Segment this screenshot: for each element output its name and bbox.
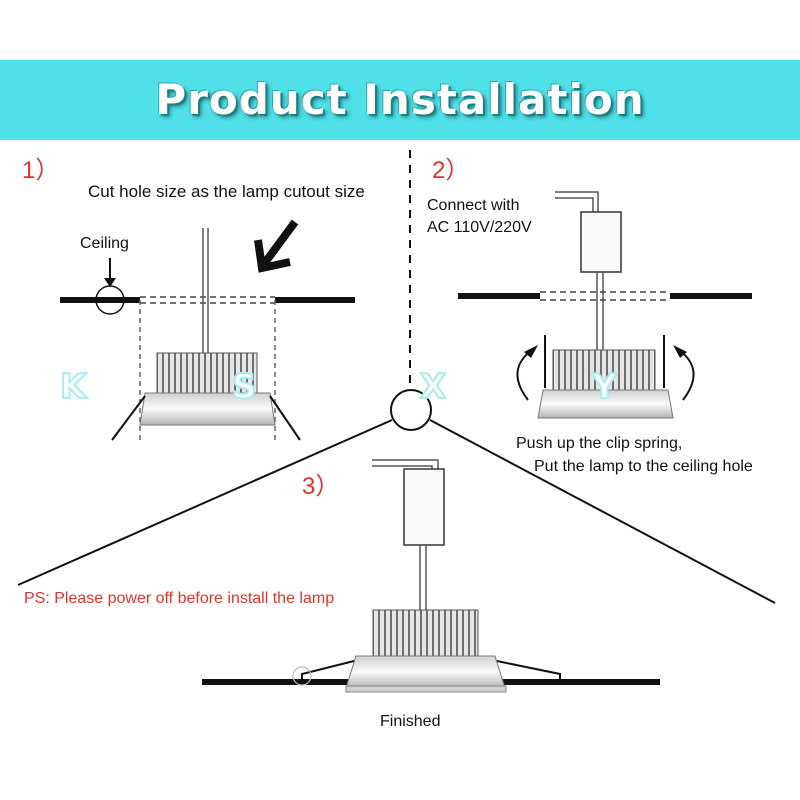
step1-instruction: Cut hole size as the lamp cutout size <box>88 182 365 201</box>
step2-number: 2） <box>432 157 470 184</box>
driver-box <box>403 468 445 546</box>
watermark-letter: X <box>420 367 446 407</box>
connect-label-line1: Connect with <box>427 197 520 214</box>
step1-number: 1） <box>22 157 60 184</box>
watermark-letter: Y <box>591 367 617 407</box>
ceiling-label: Ceiling <box>80 235 129 252</box>
rotate-left-arrow-icon <box>516 345 538 401</box>
watermark: K S X Y <box>59 366 618 408</box>
watermark-letter: S <box>232 367 257 407</box>
cut-arrow-icon <box>254 219 299 273</box>
step3-diagram <box>202 459 660 693</box>
push-instruction-line1: Push up the clip spring, <box>516 435 683 452</box>
connect-label-line2: AC 110V/220V <box>427 219 532 236</box>
push-instruction-line2: Put the lamp to the ceiling hole <box>534 458 753 475</box>
rotate-right-arrow-icon <box>673 345 695 401</box>
title-banner: Product Installation <box>0 60 800 140</box>
page-title: Product Installation <box>155 75 645 124</box>
finished-label: Finished <box>380 713 441 730</box>
panel-dividers <box>17 150 776 604</box>
driver-box <box>580 211 622 273</box>
power-off-note: PS: Please power off before install the … <box>24 590 335 607</box>
step1-diagram <box>60 219 355 441</box>
step2-diagram <box>458 191 752 419</box>
watermark-letter: K <box>60 367 88 407</box>
step3-number: 3） <box>302 473 340 500</box>
